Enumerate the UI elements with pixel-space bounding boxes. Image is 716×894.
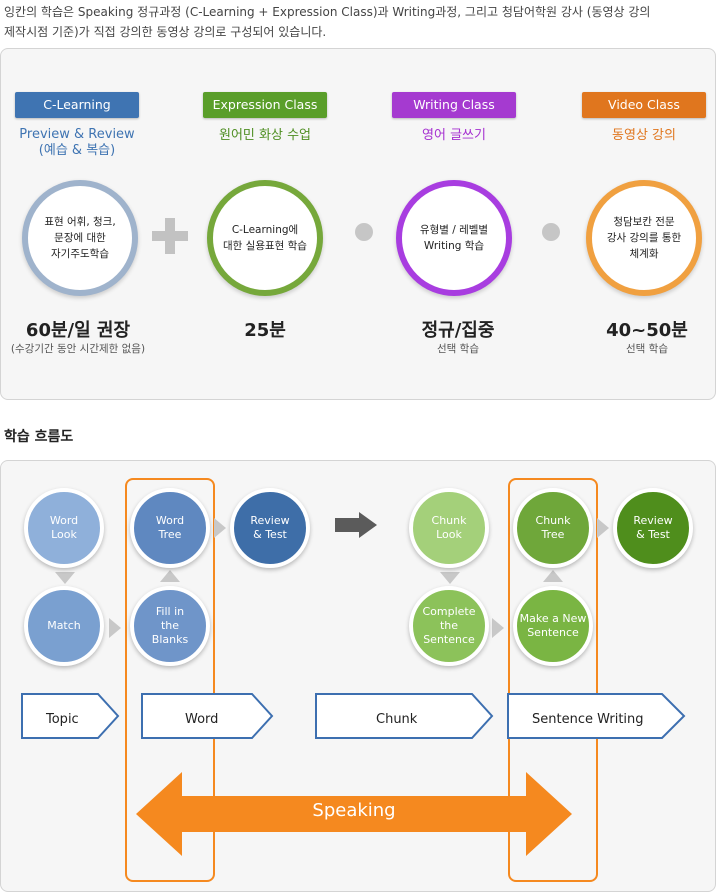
intro-line-2: 제작시점 기준)가 직접 강의한 동영상 강의로 구성되어 있습니다. [4,25,327,39]
subtitle-line: 영어 글쓰기 [422,128,486,143]
stage-label-word: Word [185,712,219,727]
tag-c-learning: C-Learning [15,92,139,118]
arrow-up-icon [543,570,563,582]
node-chunk-tree: Chunk Tree [513,488,593,568]
circle-line: 대한 실용표현 학습 [223,240,307,252]
node-review-test-word: Review & Test [230,488,310,568]
circle-line: Writing 학습 [423,240,485,252]
tag-expression-class: Expression Class [203,92,327,118]
node-label: Complete the Sentence [422,605,476,646]
arrow-down-icon [440,572,460,584]
note-video-class: 선택 학습 [626,343,668,355]
stage-arrows [21,693,686,739]
time-c-learning: 60분/일 권장 [25,320,131,341]
highlight-box-word [125,478,215,882]
subtitle-video-class: 동영상 강의 [554,128,716,144]
node-label: Match [47,619,81,632]
node-make-a-new-sentence: Make a New Sentence [513,586,593,666]
time-expression-class: 25분 [244,320,286,341]
circle-line: 유형별 / 레벨별 [419,224,489,236]
stage-arrow-word [141,693,274,739]
section-title: 학습 흐름도 [4,429,74,445]
subtitle-writing-class: 영어 글쓰기 [364,128,544,144]
arrow-up-icon [160,570,180,582]
stage-label-topic: Topic [46,712,79,727]
node-fill-in-the-blanks: Fill in the Blanks [130,586,210,666]
subtitle-line: 동영상 강의 [612,128,676,143]
big-arrow-right-icon [335,512,379,538]
stage-label-chunk: Chunk [376,712,418,727]
node-chunk-look: Chunk Look [409,488,489,568]
node-label: Review & Test [250,514,290,541]
node-label: Chunk Look [431,514,467,541]
node-word-tree: Word Tree [130,488,210,568]
circle-line: 체계화 [629,248,659,260]
subtitle-c-learning: Preview & Review (예습 & 복습) [0,127,167,159]
node-word-look: Word Look [24,488,104,568]
plus-icon [152,218,188,254]
subtitle-line: 원어민 화상 수업 [219,128,311,143]
node-label: Make a New Sentence [519,612,587,639]
node-match: Match [24,586,104,666]
intro-text: 잉칸의 학습은 Speaking 정규과정 (C-Learning + Expr… [4,2,704,42]
node-label: Review & Test [633,514,673,541]
speaking-double-arrow [136,772,572,856]
arrow-right-icon [109,618,121,638]
tag-writing-class: Writing Class [392,92,516,118]
circle-line: 강사 강의를 통한 [606,232,682,244]
circle-line: 문장에 대한 [54,232,106,244]
node-review-test-chunk: Review & Test [613,488,693,568]
circle-writing-class: 유형별 / 레벨별 Writing 학습 [396,180,512,296]
arrow-right-icon [597,518,609,538]
tag-video-class: Video Class [582,92,706,118]
stage-arrow-chunk [315,693,494,739]
circle-line: 표현 어휘, 청크, [44,216,116,228]
note-writing-class: 선택 학습 [437,343,479,355]
circle-line: 청담보칸 전문 [613,216,675,228]
node-label: Fill in the Blanks [151,605,189,646]
stage-arrow-sentence-writing [507,693,686,739]
stage-arrow-topic [21,693,120,739]
speaking-label: Speaking [312,800,396,821]
note-c-learning: (수강기간 동안 시간제한 없음) [10,343,146,355]
highlight-box-chunk [508,478,598,882]
stage-label-sentence-writing: Sentence Writing [532,712,644,727]
arrow-down-icon [55,572,75,584]
node-label: Word Tree [155,514,185,541]
arrow-right-icon [214,518,226,538]
intro-line-1: 잉칸의 학습은 Speaking 정규과정 (C-Learning + Expr… [4,5,651,19]
subtitle-line: Preview & Review [19,127,135,142]
subtitle-expression-class: 원어민 화상 수업 [175,128,355,144]
separator-dot-icon [355,223,373,241]
arrow-right-icon [492,618,504,638]
circle-line: C-Learning에 [231,224,299,236]
time-writing-class: 정규/집중 [421,320,495,341]
circle-line: 자기주도학습 [51,248,109,260]
time-video-class: 40~50분 [606,320,688,341]
node-complete-the-sentence: Complete the Sentence [409,586,489,666]
node-label: Chunk Tree [535,514,571,541]
separator-dot-icon [542,223,560,241]
node-label: Word Look [49,514,79,541]
subtitle-line: (예습 & 복습) [38,143,116,158]
